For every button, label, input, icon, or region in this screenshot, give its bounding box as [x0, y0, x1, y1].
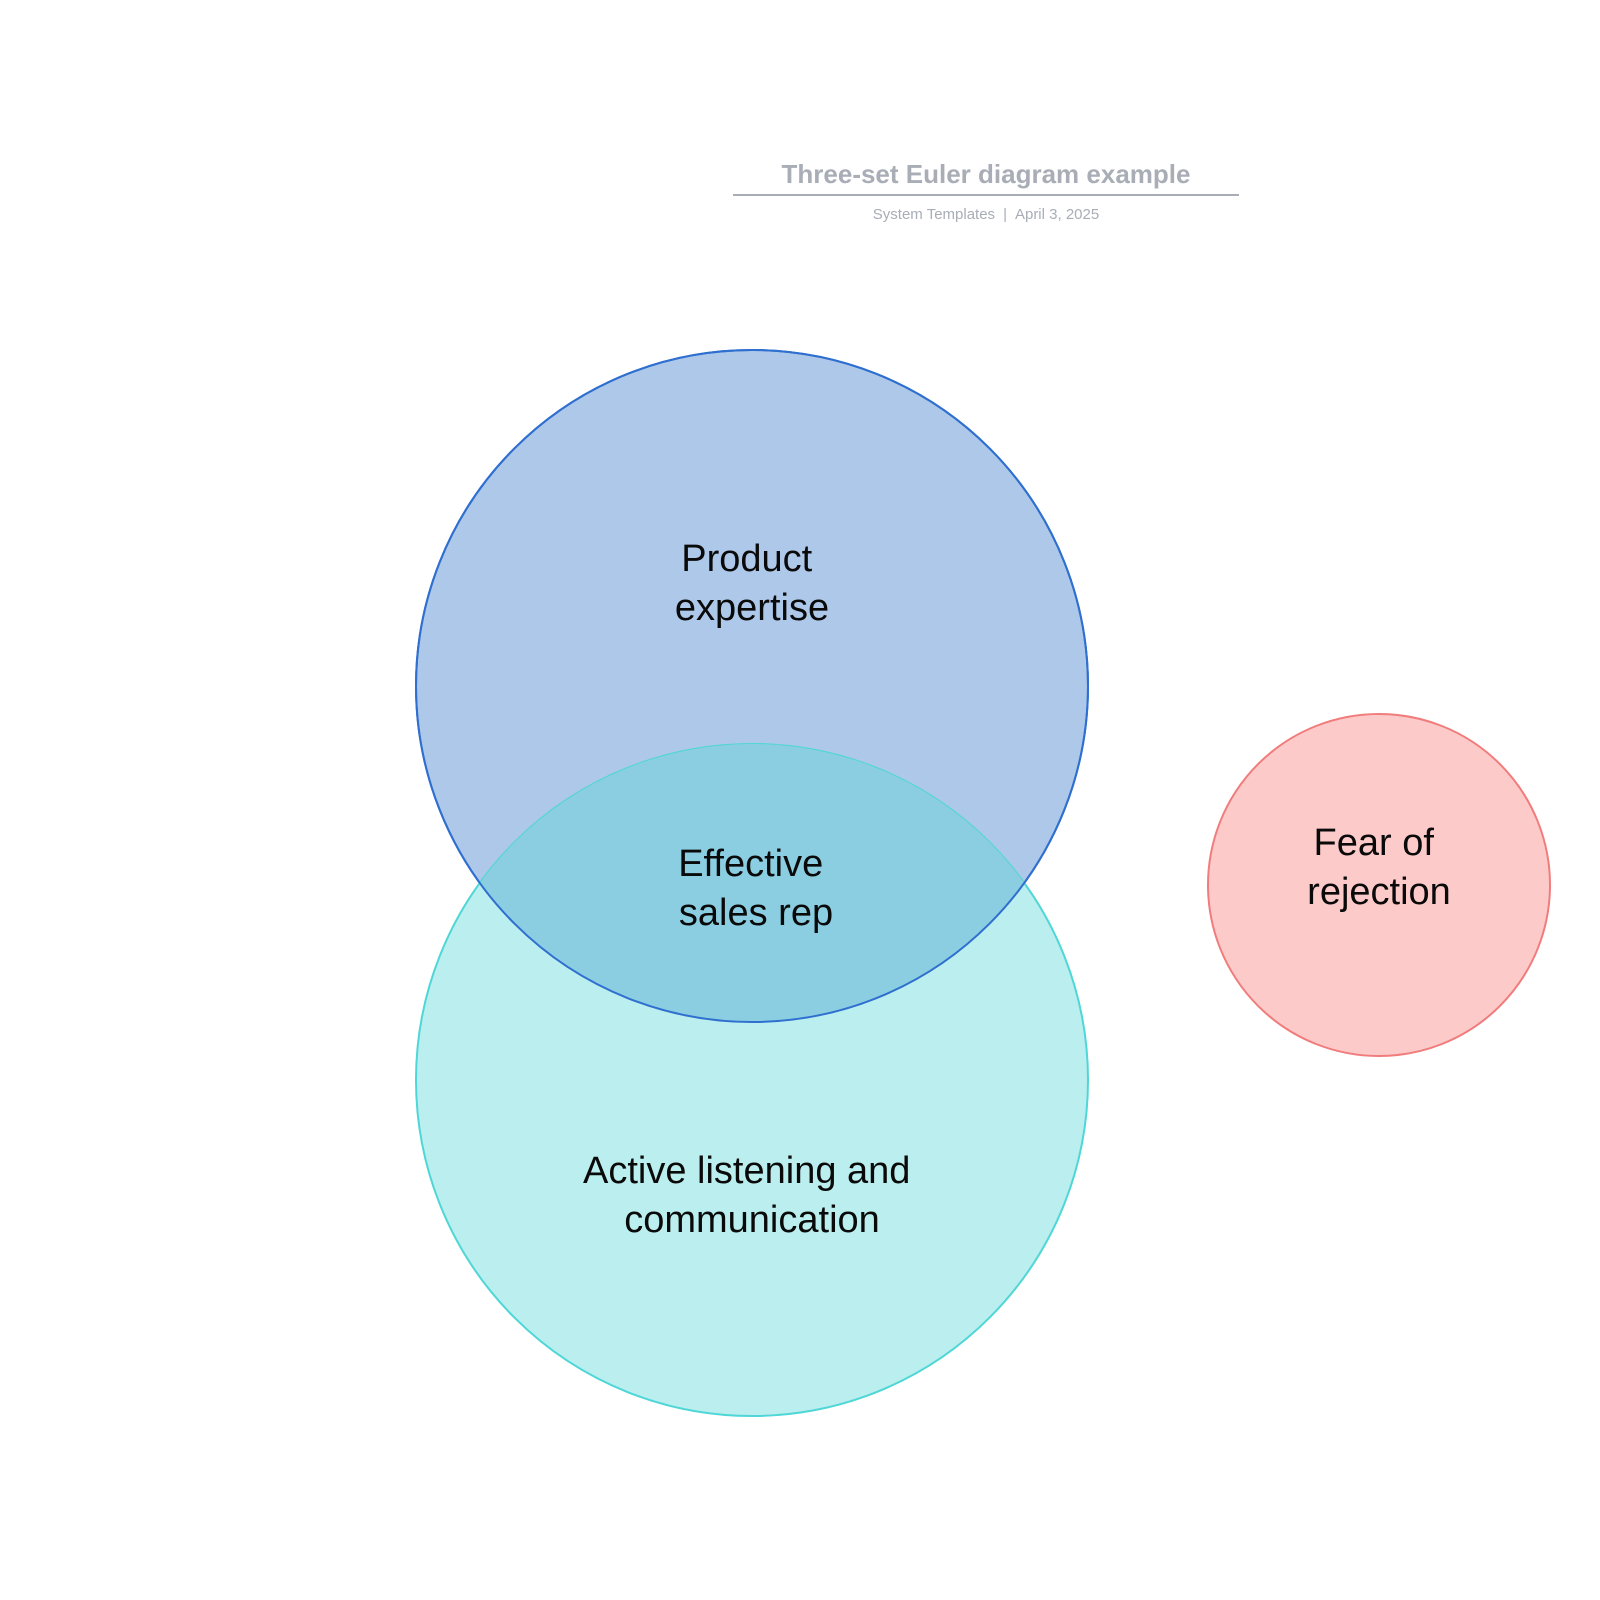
- label-fear-of-rejection: Fear of rejection: [1307, 822, 1451, 913]
- label-active-listening: Active listening and communication: [583, 1150, 921, 1241]
- set-product-expertise-outline: [415, 349, 1089, 1023]
- diagram-meta: System Templates | April 3, 2025: [733, 206, 1239, 223]
- set-fear-of-rejection-circle: [1207, 713, 1551, 1057]
- diagram-title: Three-set Euler diagram example: [733, 158, 1239, 196]
- label-listening-line-1: Active listening and: [583, 1150, 910, 1192]
- meta-separator: |: [1003, 206, 1007, 223]
- author-name: System Templates: [872, 206, 996, 223]
- intersection-region: [416, 744, 1088, 1022]
- label-effective-sales-rep: Effective sales rep: [678, 843, 834, 934]
- label-intersection-line-1: Effective: [678, 843, 823, 885]
- label-product-expertise: Product expertise: [675, 538, 829, 629]
- label-product-line-1: Product: [681, 538, 812, 580]
- label-fear-line-1: Fear of: [1314, 822, 1435, 864]
- diagram-date: April 3, 2025: [1014, 206, 1100, 223]
- diagram-header: Three-set Euler diagram example System T…: [733, 158, 1239, 223]
- label-listening-line-2: communication: [624, 1199, 880, 1241]
- label-intersection-line-2: sales rep: [679, 892, 833, 934]
- label-fear-line-2: rejection: [1307, 871, 1451, 913]
- label-product-line-2: expertise: [675, 587, 829, 629]
